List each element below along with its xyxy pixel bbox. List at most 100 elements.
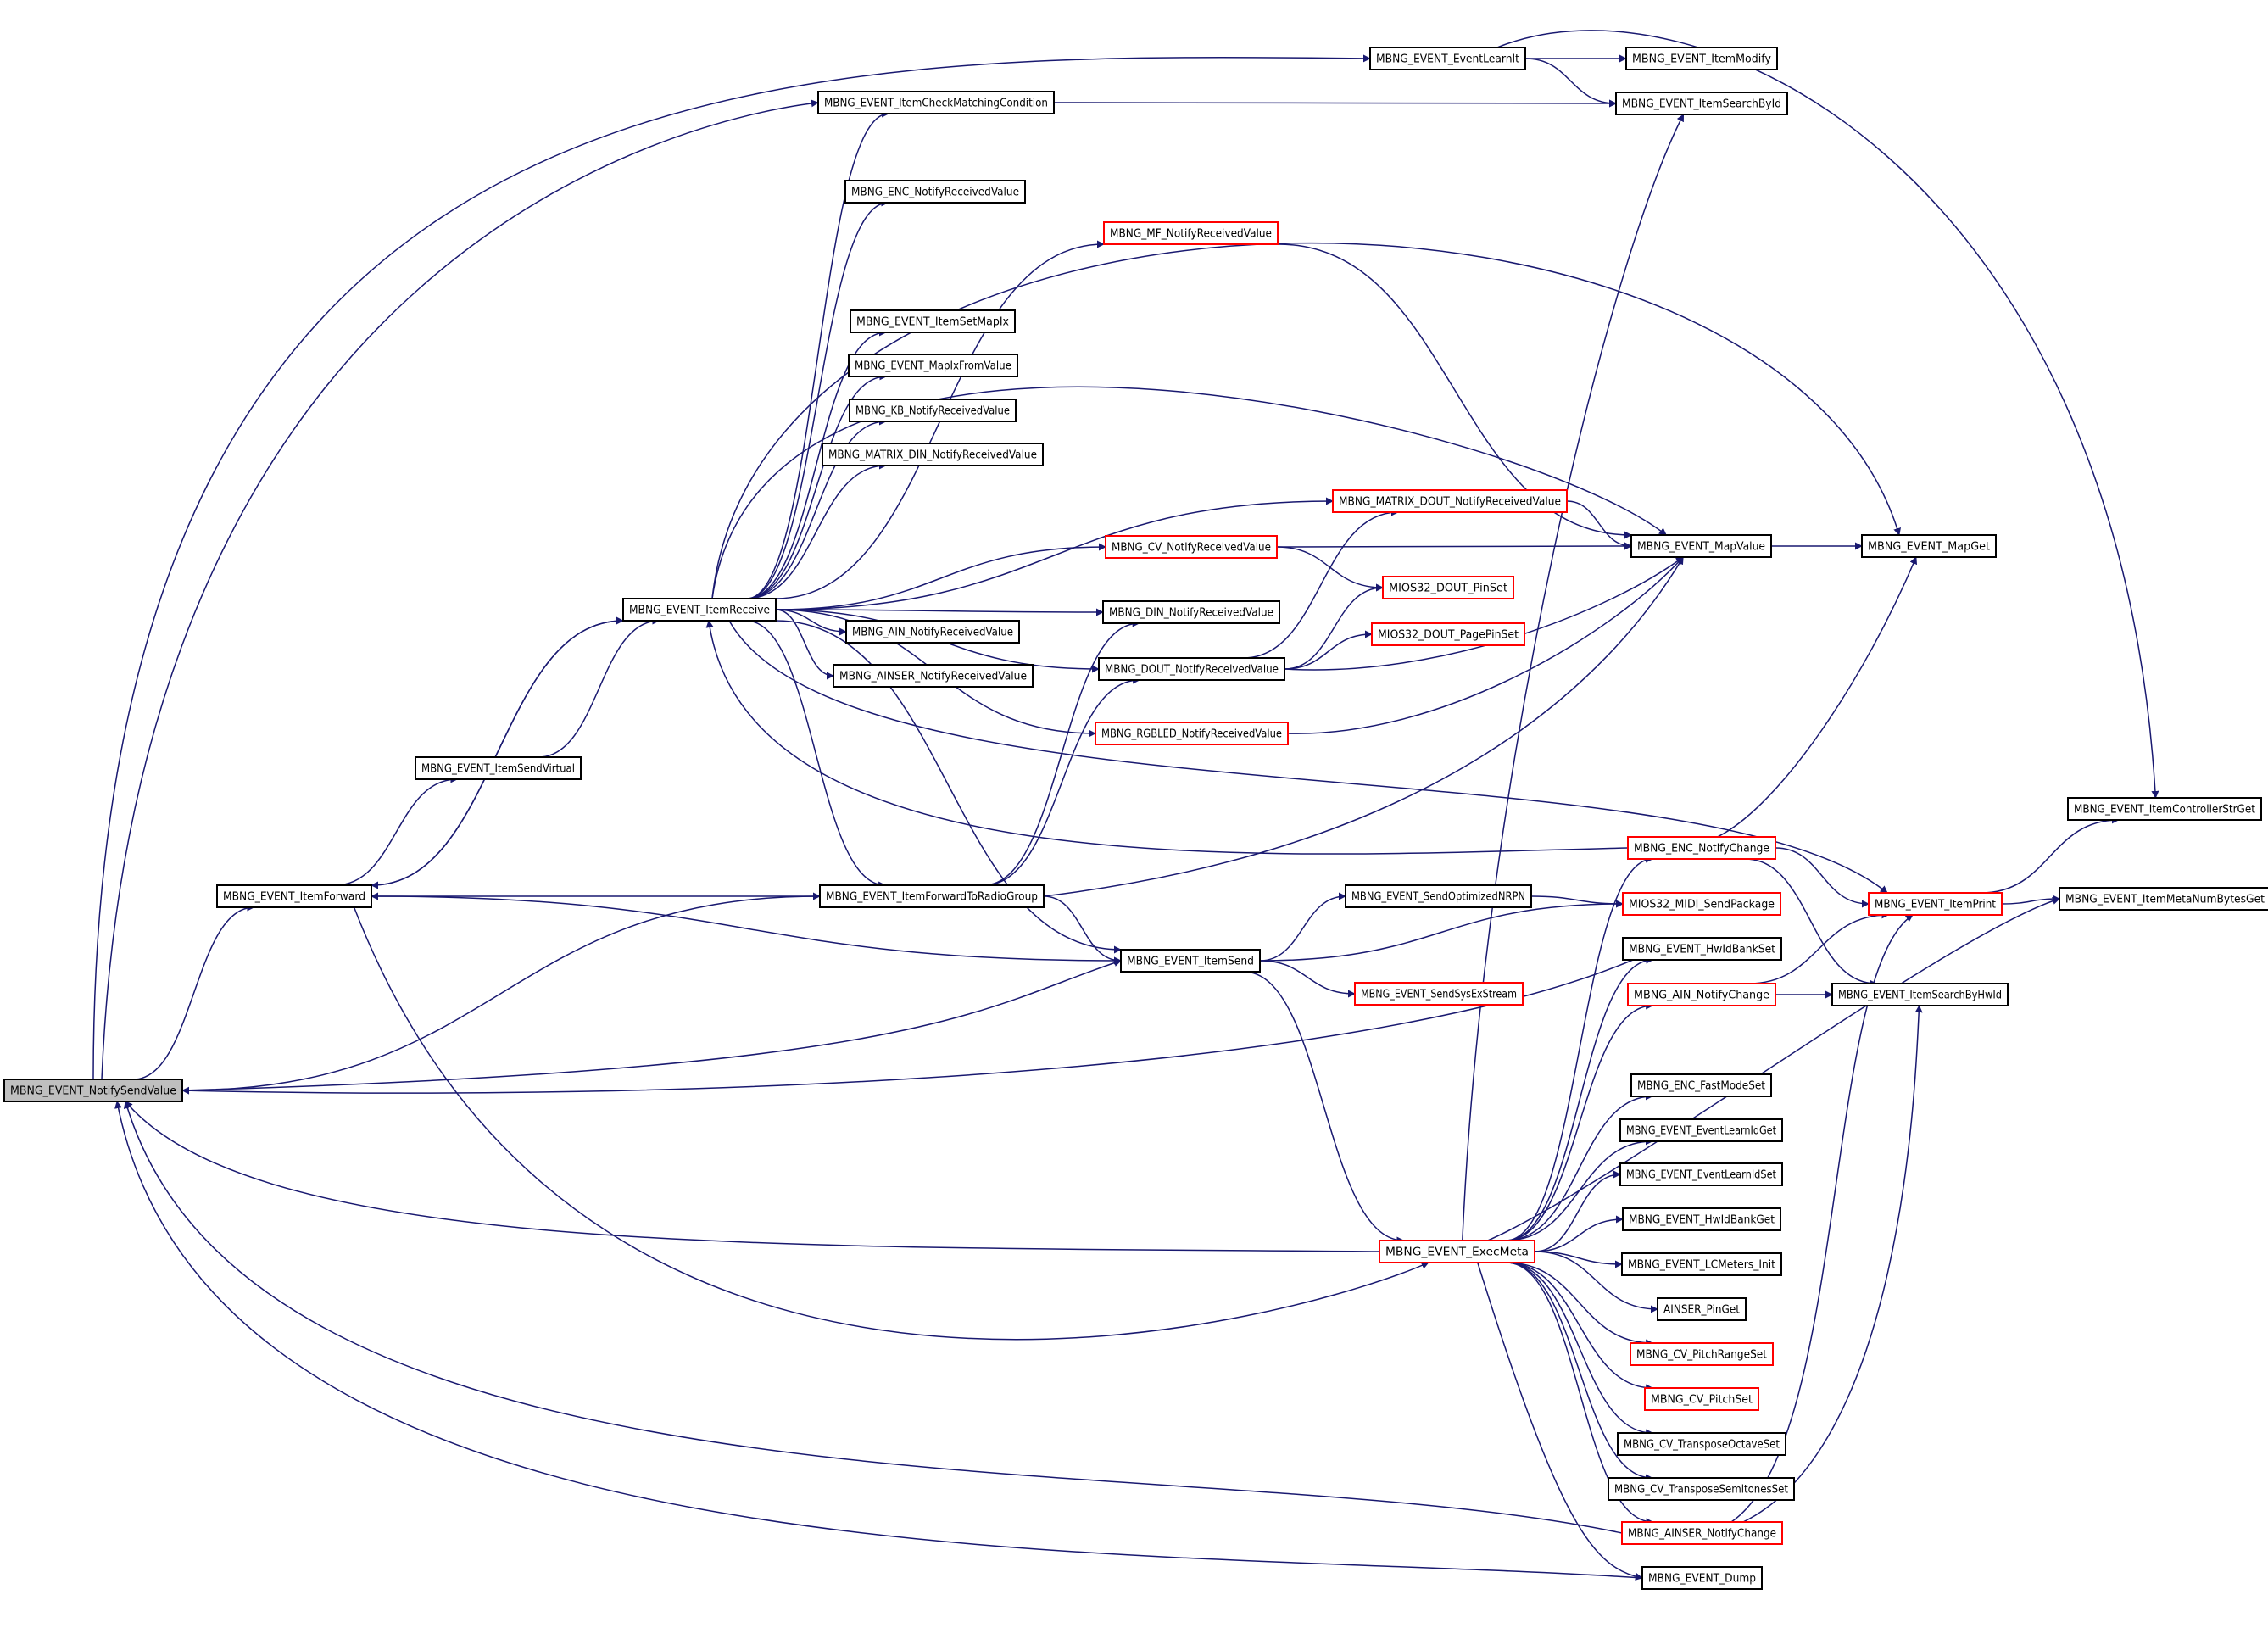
node-box[interactable] bbox=[1625, 47, 1778, 70]
node-execmeta[interactable]: MBNG_EVENT_ExecMeta bbox=[1379, 1240, 1535, 1263]
node-box[interactable] bbox=[844, 180, 1026, 204]
node-din_nrv[interactable]: MBNG_DIN_NotifyReceivedValue bbox=[1102, 600, 1280, 624]
node-box[interactable] bbox=[1641, 1566, 1763, 1590]
node-ainser_pinget[interactable]: AINSER_PinGet bbox=[1657, 1297, 1747, 1321]
node-ctrlstr[interactable]: MBNG_EVENT_ItemControllerStrGet bbox=[2067, 797, 2262, 821]
node-box[interactable] bbox=[1630, 1342, 1774, 1366]
node-cv_transoct[interactable]: MBNG_CV_TransposeOctaveSet bbox=[1617, 1432, 1786, 1456]
node-box[interactable] bbox=[1615, 92, 1788, 115]
node-box[interactable] bbox=[2067, 797, 2262, 821]
node-box[interactable] bbox=[1621, 1521, 1783, 1545]
node-box[interactable] bbox=[817, 91, 1055, 114]
node-itemprint[interactable]: MBNG_EVENT_ItemPrint bbox=[1868, 892, 2003, 916]
node-box[interactable] bbox=[1868, 892, 2003, 916]
node-cv_pitchrange[interactable]: MBNG_CV_PitchRangeSet bbox=[1630, 1342, 1774, 1366]
node-forward[interactable]: MBNG_EVENT_ItemForward bbox=[216, 884, 372, 908]
node-box[interactable] bbox=[3, 1079, 183, 1102]
node-box[interactable] bbox=[1619, 1162, 1783, 1186]
node-box[interactable] bbox=[2059, 887, 2268, 911]
node-box[interactable] bbox=[1354, 982, 1524, 1006]
node-enc_change[interactable]: MBNG_ENC_NotifyChange bbox=[1627, 836, 1776, 860]
node-box[interactable] bbox=[1617, 1432, 1786, 1456]
node-box[interactable] bbox=[1621, 1252, 1782, 1276]
node-dump[interactable]: MBNG_EVENT_Dump bbox=[1641, 1566, 1763, 1590]
node-box[interactable] bbox=[216, 884, 372, 908]
node-box[interactable] bbox=[1379, 1240, 1535, 1263]
node-ain_change[interactable]: MBNG_AIN_NotifyChange bbox=[1627, 983, 1776, 1006]
node-metanum[interactable]: MBNG_EVENT_ItemMetaNumBytesGet bbox=[2059, 887, 2268, 911]
node-box[interactable] bbox=[1095, 722, 1289, 745]
node-enc_nrv[interactable]: MBNG_ENC_NotifyReceivedValue bbox=[844, 180, 1026, 204]
node-box[interactable] bbox=[848, 354, 1018, 377]
node-box[interactable] bbox=[1622, 892, 1781, 916]
node-mapget[interactable]: MBNG_EVENT_MapGet bbox=[1861, 534, 1997, 558]
node-box[interactable] bbox=[1120, 949, 1261, 973]
node-ainser_nrv[interactable]: MBNG_AINSER_NotifyReceivedValue bbox=[833, 664, 1034, 688]
node-box[interactable] bbox=[1105, 535, 1278, 559]
node-sysex[interactable]: MBNG_EVENT_SendSysExStream bbox=[1354, 982, 1524, 1006]
node-box[interactable] bbox=[415, 756, 582, 780]
node-cv_nrv[interactable]: MBNG_CV_NotifyReceivedValue bbox=[1105, 535, 1278, 559]
node-hwbankset[interactable]: MBNG_EVENT_HwIdBankSet bbox=[1622, 937, 1782, 961]
node-box[interactable] bbox=[1382, 576, 1514, 599]
node-box[interactable] bbox=[1861, 534, 1997, 558]
node-box[interactable] bbox=[1622, 1207, 1781, 1231]
node-box[interactable] bbox=[1627, 983, 1776, 1006]
node-receive[interactable]: MBNG_EVENT_ItemReceive bbox=[622, 598, 777, 622]
node-sendvirtual[interactable]: MBNG_EVENT_ItemSendVirtual bbox=[415, 756, 582, 780]
node-box[interactable] bbox=[1831, 983, 2009, 1006]
node-box[interactable] bbox=[1657, 1297, 1747, 1321]
node-box[interactable] bbox=[1630, 1073, 1772, 1097]
node-itemmodify[interactable]: MBNG_EVENT_ItemModify bbox=[1625, 47, 1778, 70]
node-lcmeters[interactable]: MBNG_EVENT_LCMeters_Init bbox=[1621, 1252, 1782, 1276]
node-dout_nrv[interactable]: MBNG_DOUT_NotifyReceivedValue bbox=[1098, 657, 1285, 681]
node-matrixdout_nrv[interactable]: MBNG_MATRIX_DOUT_NotifyReceivedValue bbox=[1332, 489, 1568, 513]
node-box[interactable] bbox=[1644, 1387, 1759, 1411]
node-box[interactable] bbox=[1369, 47, 1526, 70]
node-box[interactable] bbox=[849, 399, 1017, 422]
node-mapvalue[interactable]: MBNG_EVENT_MapValue bbox=[1630, 534, 1772, 558]
node-cv_transsemi[interactable]: MBNG_CV_TransposeSemitonesSet bbox=[1608, 1477, 1795, 1501]
node-enc_fast[interactable]: MBNG_ENC_FastModeSet bbox=[1630, 1073, 1772, 1097]
node-learnidget[interactable]: MBNG_EVENT_EventLearnIdGet bbox=[1619, 1118, 1783, 1142]
node-box[interactable] bbox=[1345, 884, 1532, 908]
node-box[interactable] bbox=[622, 598, 777, 622]
node-box[interactable] bbox=[850, 309, 1016, 333]
node-learnit[interactable]: MBNG_EVENT_EventLearnIt bbox=[1369, 47, 1526, 70]
node-kb_nrv[interactable]: MBNG_KB_NotifyReceivedValue bbox=[849, 399, 1017, 422]
node-ainser_change[interactable]: MBNG_AINSER_NotifyChange bbox=[1621, 1521, 1783, 1545]
node-matrixdin_nrv[interactable]: MBNG_MATRIX_DIN_NotifyReceivedValue bbox=[822, 443, 1044, 466]
node-rgbled_nrv[interactable]: MBNG_RGBLED_NotifyReceivedValue bbox=[1095, 722, 1289, 745]
node-box[interactable] bbox=[1371, 622, 1525, 646]
node-midisend[interactable]: MIOS32_MIDI_SendPackage bbox=[1622, 892, 1781, 916]
node-box[interactable] bbox=[819, 884, 1045, 908]
node-box[interactable] bbox=[833, 664, 1034, 688]
node-box[interactable] bbox=[1622, 937, 1782, 961]
node-searchbyid[interactable]: MBNG_EVENT_ItemSearchById bbox=[1615, 92, 1788, 115]
node-box[interactable] bbox=[845, 620, 1020, 644]
node-checkmatch[interactable]: MBNG_EVENT_ItemCheckMatchingCondition bbox=[817, 91, 1055, 114]
node-mf_nrv[interactable]: MBNG_MF_NotifyReceivedValue bbox=[1103, 221, 1279, 245]
node-cv_pitch[interactable]: MBNG_CV_PitchSet bbox=[1644, 1387, 1759, 1411]
node-box[interactable] bbox=[1098, 657, 1285, 681]
node-searchbyhwid[interactable]: MBNG_EVENT_ItemSearchByHwId bbox=[1831, 983, 2009, 1006]
node-box[interactable] bbox=[1630, 534, 1772, 558]
node-pagepinset[interactable]: MIOS32_DOUT_PagePinSet bbox=[1371, 622, 1525, 646]
node-box[interactable] bbox=[1627, 836, 1776, 860]
node-mapixfrom[interactable]: MBNG_EVENT_MapIxFromValue bbox=[848, 354, 1018, 377]
node-box[interactable] bbox=[1102, 600, 1280, 624]
node-ain_nrv[interactable]: MBNG_AIN_NotifyReceivedValue bbox=[845, 620, 1020, 644]
node-box[interactable] bbox=[1332, 489, 1568, 513]
node-notifysend[interactable]: MBNG_EVENT_NotifySendValue bbox=[3, 1079, 183, 1102]
node-box[interactable] bbox=[1619, 1118, 1783, 1142]
node-setmapix[interactable]: MBNG_EVENT_ItemSetMapIx bbox=[850, 309, 1016, 333]
node-learnidset[interactable]: MBNG_EVENT_EventLearnIdSet bbox=[1619, 1162, 1783, 1186]
node-sendnrpn[interactable]: MBNG_EVENT_SendOptimizedNRPN bbox=[1345, 884, 1532, 908]
node-box[interactable] bbox=[822, 443, 1044, 466]
node-itemsend[interactable]: MBNG_EVENT_ItemSend bbox=[1120, 949, 1261, 973]
node-box[interactable] bbox=[1608, 1477, 1795, 1501]
node-box[interactable] bbox=[1103, 221, 1279, 245]
node-forwardradio[interactable]: MBNG_EVENT_ItemForwardToRadioGroup bbox=[819, 884, 1045, 908]
node-hwbankget[interactable]: MBNG_EVENT_HwIdBankGet bbox=[1622, 1207, 1781, 1231]
node-pinset[interactable]: MIOS32_DOUT_PinSet bbox=[1382, 576, 1514, 599]
